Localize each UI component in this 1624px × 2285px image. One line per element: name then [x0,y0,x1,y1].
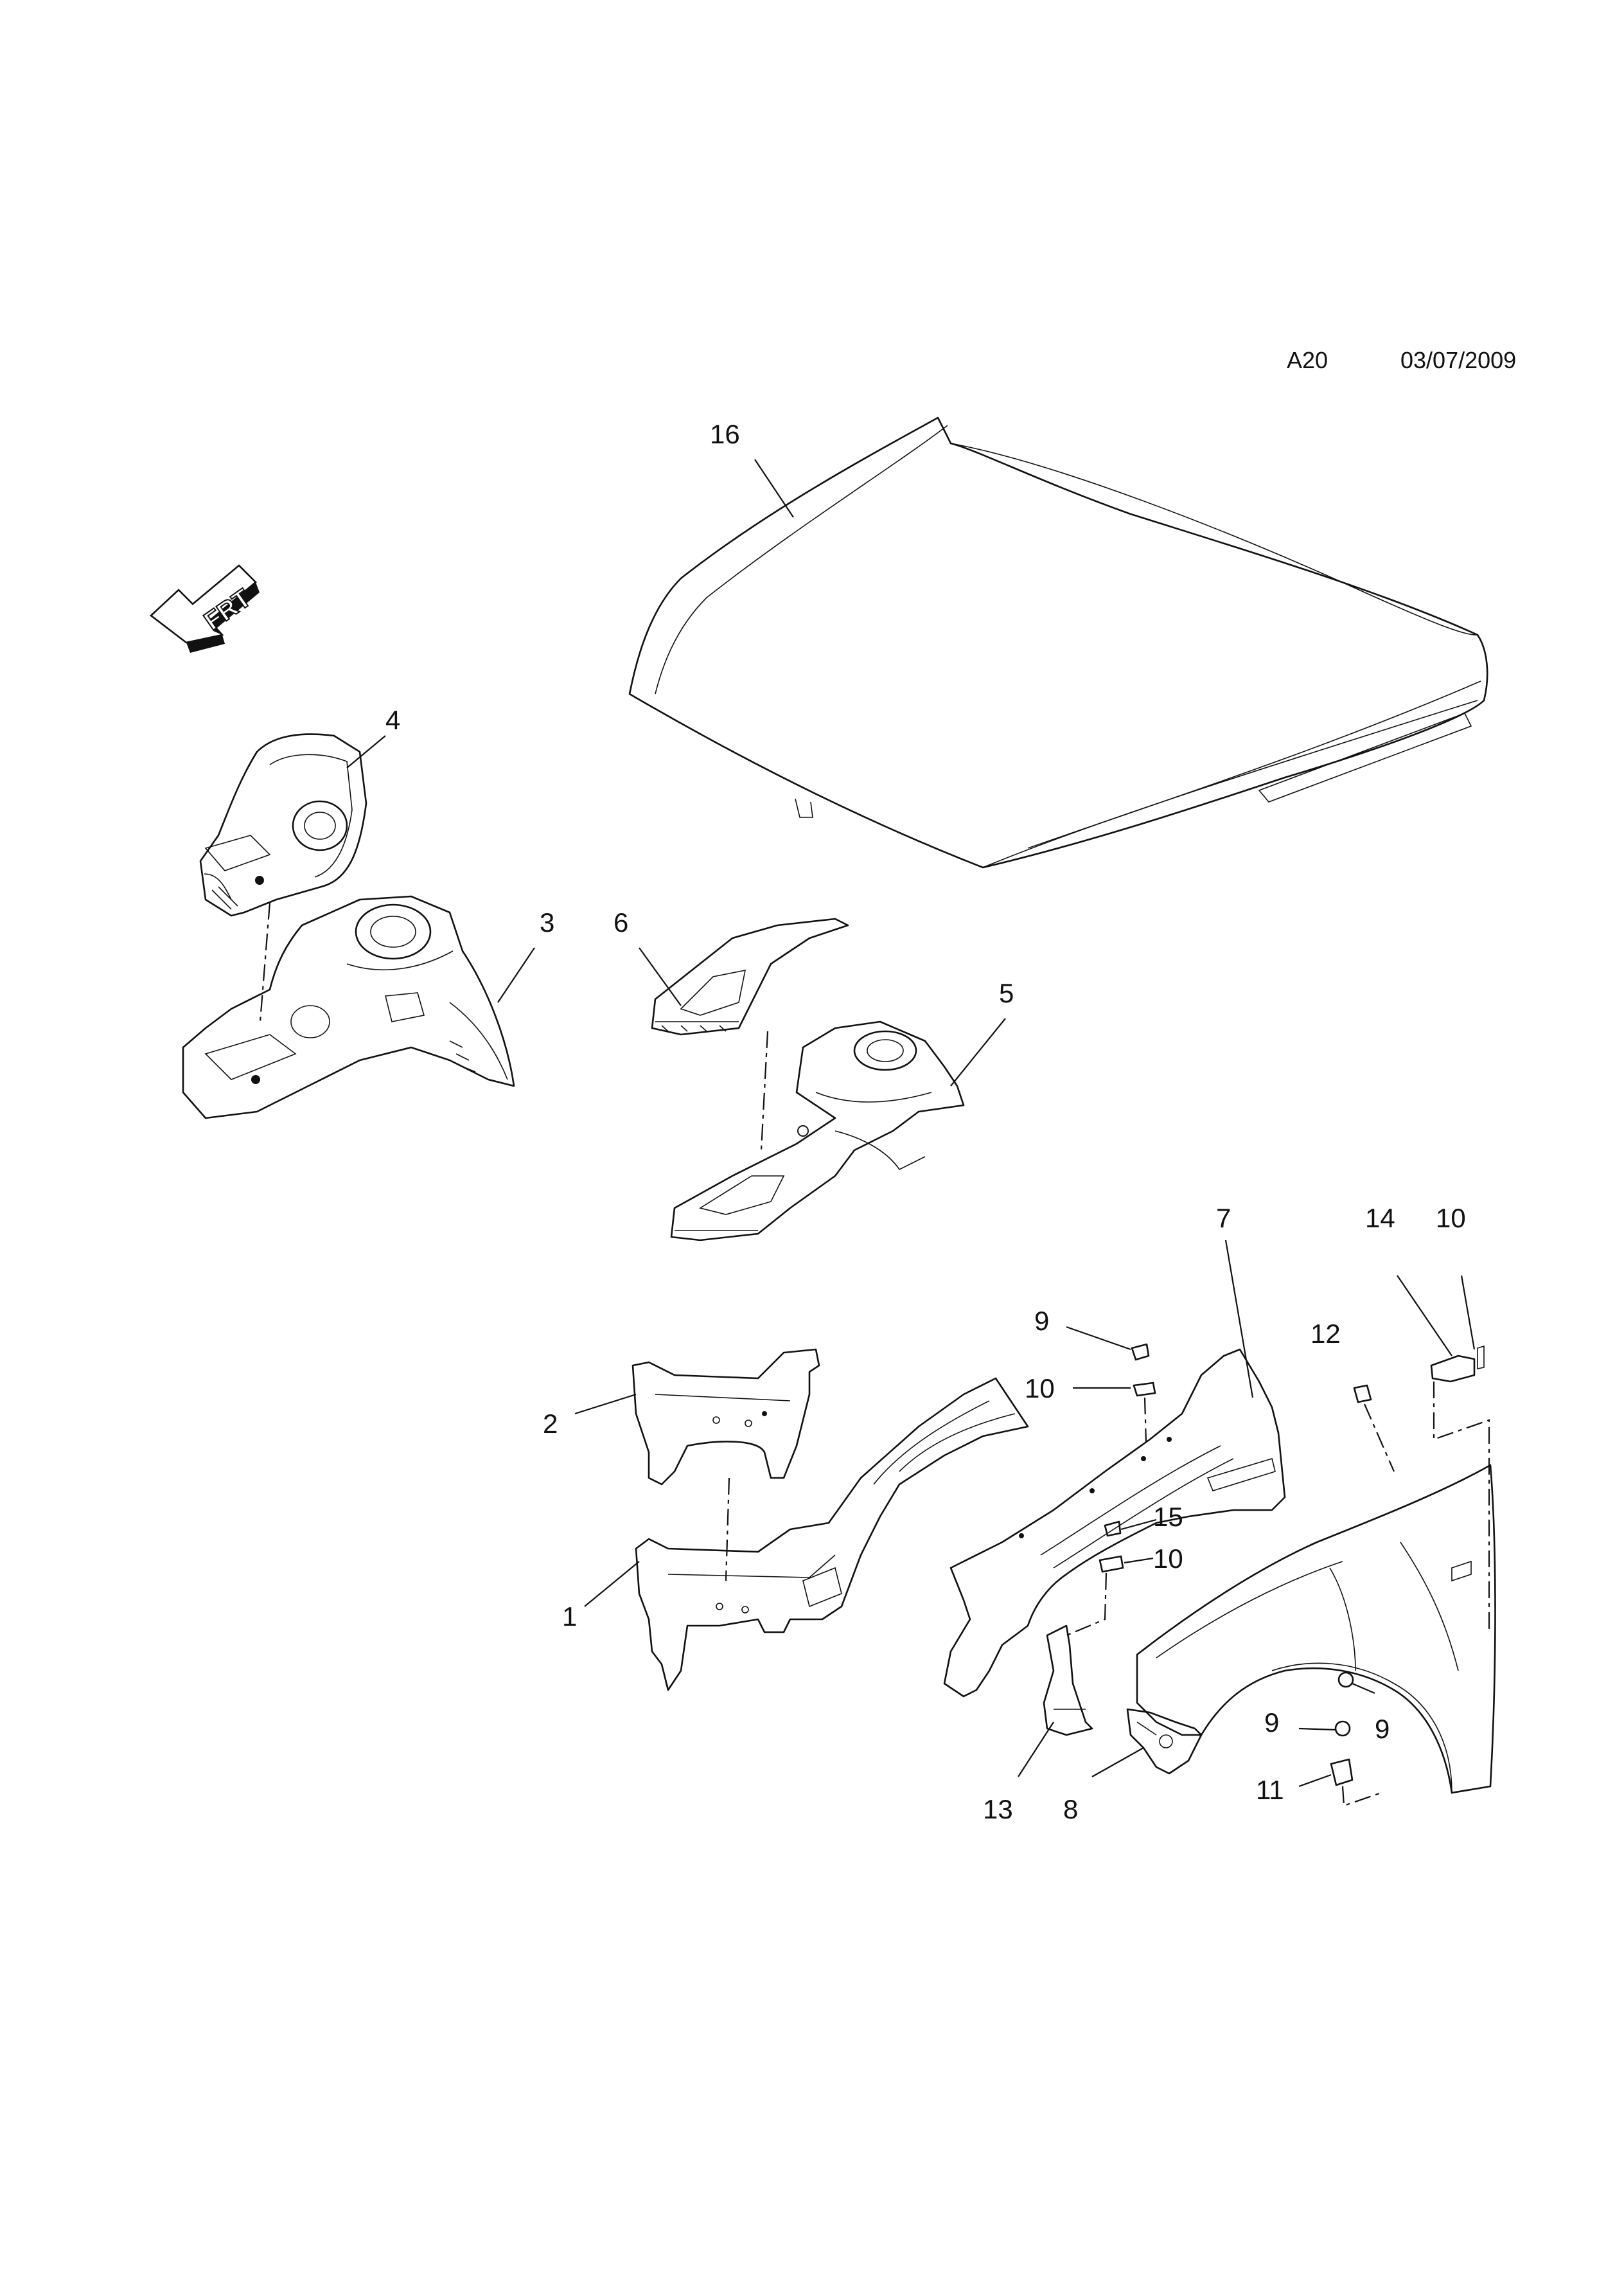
upper-strut-tower-bracket [199,733,367,917]
callout-13: 13 [983,1794,1013,1824]
callout-10-top: 10 [1025,1373,1055,1403]
callout-2: 2 [543,1409,558,1439]
callout-5: 5 [999,978,1014,1008]
fender-lower-bracket [1126,1708,1203,1775]
fastener-screw-middle [1104,1520,1122,1537]
callout-9-fender-left: 9 [1264,1707,1279,1738]
guide-line-15-10 [1066,1572,1108,1637]
assembly-guide-line-2-1 [725,1477,730,1581]
fender-rear-bracket [1430,1345,1485,1383]
callout-6: 6 [613,907,628,938]
callout-16: 16 [710,419,740,449]
callout-3: 3 [540,907,554,938]
hood-panel [628,416,1488,869]
callout-8: 8 [1063,1794,1078,1824]
fastener-screw-fender-a [1337,1671,1354,1688]
callout-10-right: 10 [1436,1203,1466,1233]
fender-retainer [1330,1758,1354,1786]
callout-4: 4 [385,705,400,735]
fastener-clip-middle [1099,1555,1124,1573]
fender-support-bracket [1043,1624,1093,1736]
front-rail-assembly [635,1377,1029,1691]
upper-rail-bracket [651,918,849,1036]
fastener-screw-fender-b [1334,1720,1351,1737]
front-fender-panel [1136,1464,1496,1794]
callout-9-fender-right: 9 [1375,1714,1390,1744]
inner-wheelhouse-panel [943,1348,1286,1698]
guide-line-11 [1341,1786,1382,1807]
callout-12: 12 [1311,1319,1341,1349]
leader-lines [346,459,1476,1788]
fender-clip [1353,1384,1372,1403]
front-wheelhouse-assembly [182,895,515,1119]
callout-1: 1 [562,1601,577,1632]
callout-15: 15 [1153,1502,1183,1532]
front-direction-arrow-icon: FRT [149,564,260,653]
fastener-screw-top [1131,1343,1150,1361]
guide-line-12 [1363,1403,1395,1472]
guide-line-9-10 [1143,1397,1147,1443]
front-rail-wheelhouse-assembly [670,1020,965,1241]
callout-11: 11 [1256,1775,1284,1805]
callout-7: 7 [1216,1203,1231,1233]
callout-9-top: 9 [1034,1306,1049,1336]
fastener-clip-top [1133,1382,1156,1397]
guide-line-14 [1433,1382,1490,1632]
callout-10-middle: 10 [1153,1543,1183,1574]
rail-extension-upper [631,1348,820,1486]
assembly-guide-line-6-5 [760,1031,769,1151]
diagram-date: 03/07/2009 [1400,347,1516,373]
diagram-code: A20 [1287,347,1328,373]
assembly-guide-line-4-3 [259,902,271,1022]
callout-14: 14 [1365,1203,1395,1233]
